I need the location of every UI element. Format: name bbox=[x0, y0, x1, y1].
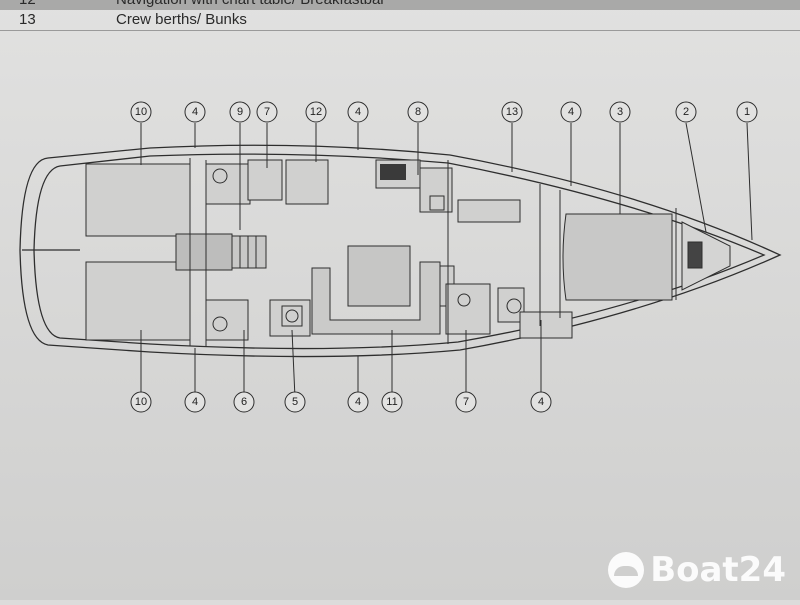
watermark: Boat24 bbox=[608, 550, 786, 590]
callout-bottom: 5 bbox=[284, 391, 306, 413]
callout-bottom: 10 bbox=[130, 391, 152, 413]
callout-number: 6 bbox=[241, 396, 247, 408]
callout-number: 4 bbox=[538, 396, 544, 408]
callout-bottom: 6 bbox=[233, 391, 255, 413]
callout-bottom: 4 bbox=[530, 391, 552, 413]
callout-top: 4 bbox=[560, 101, 582, 123]
cabin-layout bbox=[85, 158, 731, 346]
callout-number: 4 bbox=[355, 106, 361, 118]
callout-bottom: 11 bbox=[381, 391, 403, 413]
callout-labels: 10 4 9 7 12 4 8 13 4 3 2 1 10 4 6 5 4 11… bbox=[130, 101, 758, 413]
legend-row: 12 Navigation with chart table/ Breakfas… bbox=[0, 0, 800, 10]
callout-number: 3 bbox=[617, 106, 623, 118]
boat-logo-icon bbox=[608, 552, 645, 588]
callout-top: 12 bbox=[305, 101, 327, 123]
legend-table: 12 Navigation with chart table/ Breakfas… bbox=[0, 0, 800, 40]
callout-top: 3 bbox=[609, 101, 631, 123]
fixtures bbox=[212, 164, 522, 332]
callout-number: 13 bbox=[506, 106, 518, 118]
callout-number: 4 bbox=[355, 396, 361, 408]
callout-number: 7 bbox=[463, 396, 469, 408]
callout-top: 1 bbox=[736, 101, 758, 123]
watermark-text: Boat24 bbox=[650, 550, 786, 590]
callout-number: 4 bbox=[192, 106, 198, 118]
callout-top: 10 bbox=[130, 101, 152, 123]
callout-number: 5 bbox=[292, 396, 298, 408]
callout-number: 7 bbox=[264, 106, 270, 118]
legend-row: 13 Crew berths/ Bunks bbox=[0, 10, 800, 31]
callout-number: 12 bbox=[310, 106, 322, 118]
legend-number: 12 bbox=[19, 0, 36, 10]
callout-bottom: 4 bbox=[184, 391, 206, 413]
callout-number: 10 bbox=[135, 396, 147, 408]
callout-number: 4 bbox=[568, 106, 574, 118]
callouts-bottom bbox=[140, 320, 542, 399]
legend-text: Navigation with chart table/ Breakfastba… bbox=[116, 0, 385, 10]
callout-top: 9 bbox=[229, 101, 251, 123]
callout-number: 1 bbox=[744, 106, 750, 118]
callout-number: 8 bbox=[415, 106, 421, 118]
callout-top: 7 bbox=[256, 101, 278, 123]
callouts-top bbox=[140, 122, 753, 241]
callout-top: 2 bbox=[675, 101, 697, 123]
legend-text: Crew berths/ Bunks bbox=[116, 11, 247, 28]
callout-bottom: 7 bbox=[455, 391, 477, 413]
callout-top: 4 bbox=[184, 101, 206, 123]
callout-number: 2 bbox=[683, 106, 689, 118]
callout-number: 11 bbox=[386, 396, 397, 408]
callout-top: 4 bbox=[347, 101, 369, 123]
callout-top: 8 bbox=[407, 101, 429, 123]
callout-bottom: 4 bbox=[347, 391, 369, 413]
callout-number: 9 bbox=[237, 106, 243, 118]
callout-top: 13 bbox=[501, 101, 523, 123]
callout-number: 10 bbox=[135, 106, 147, 118]
legend-number: 13 bbox=[19, 11, 36, 28]
callout-number: 4 bbox=[192, 396, 198, 408]
